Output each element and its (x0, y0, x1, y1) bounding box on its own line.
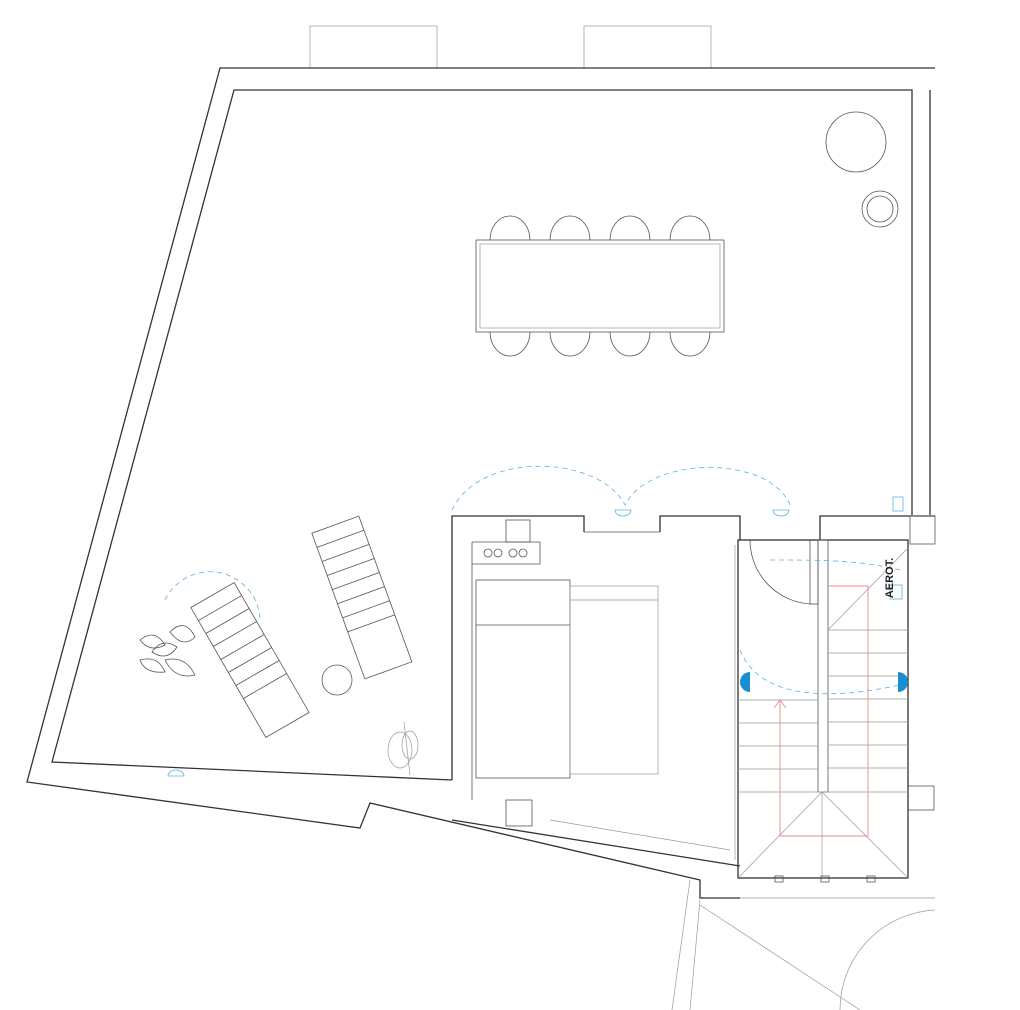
dining-set (475, 215, 725, 357)
wall-light-right (898, 672, 908, 692)
entry-door (749, 539, 819, 605)
wall-light-left (740, 672, 750, 692)
kitchen-bedroom (471, 519, 736, 860)
bike-icon (387, 721, 419, 776)
terrace-furniture (139, 111, 899, 776)
electrical-fixtures (167, 465, 908, 777)
plant-icon (139, 625, 196, 677)
room-label-aerot: AEROT. (884, 557, 896, 599)
skylights (309, 25, 712, 69)
terrace-walls (26, 67, 936, 899)
staircase (737, 539, 909, 883)
exterior-lines (671, 879, 936, 1010)
